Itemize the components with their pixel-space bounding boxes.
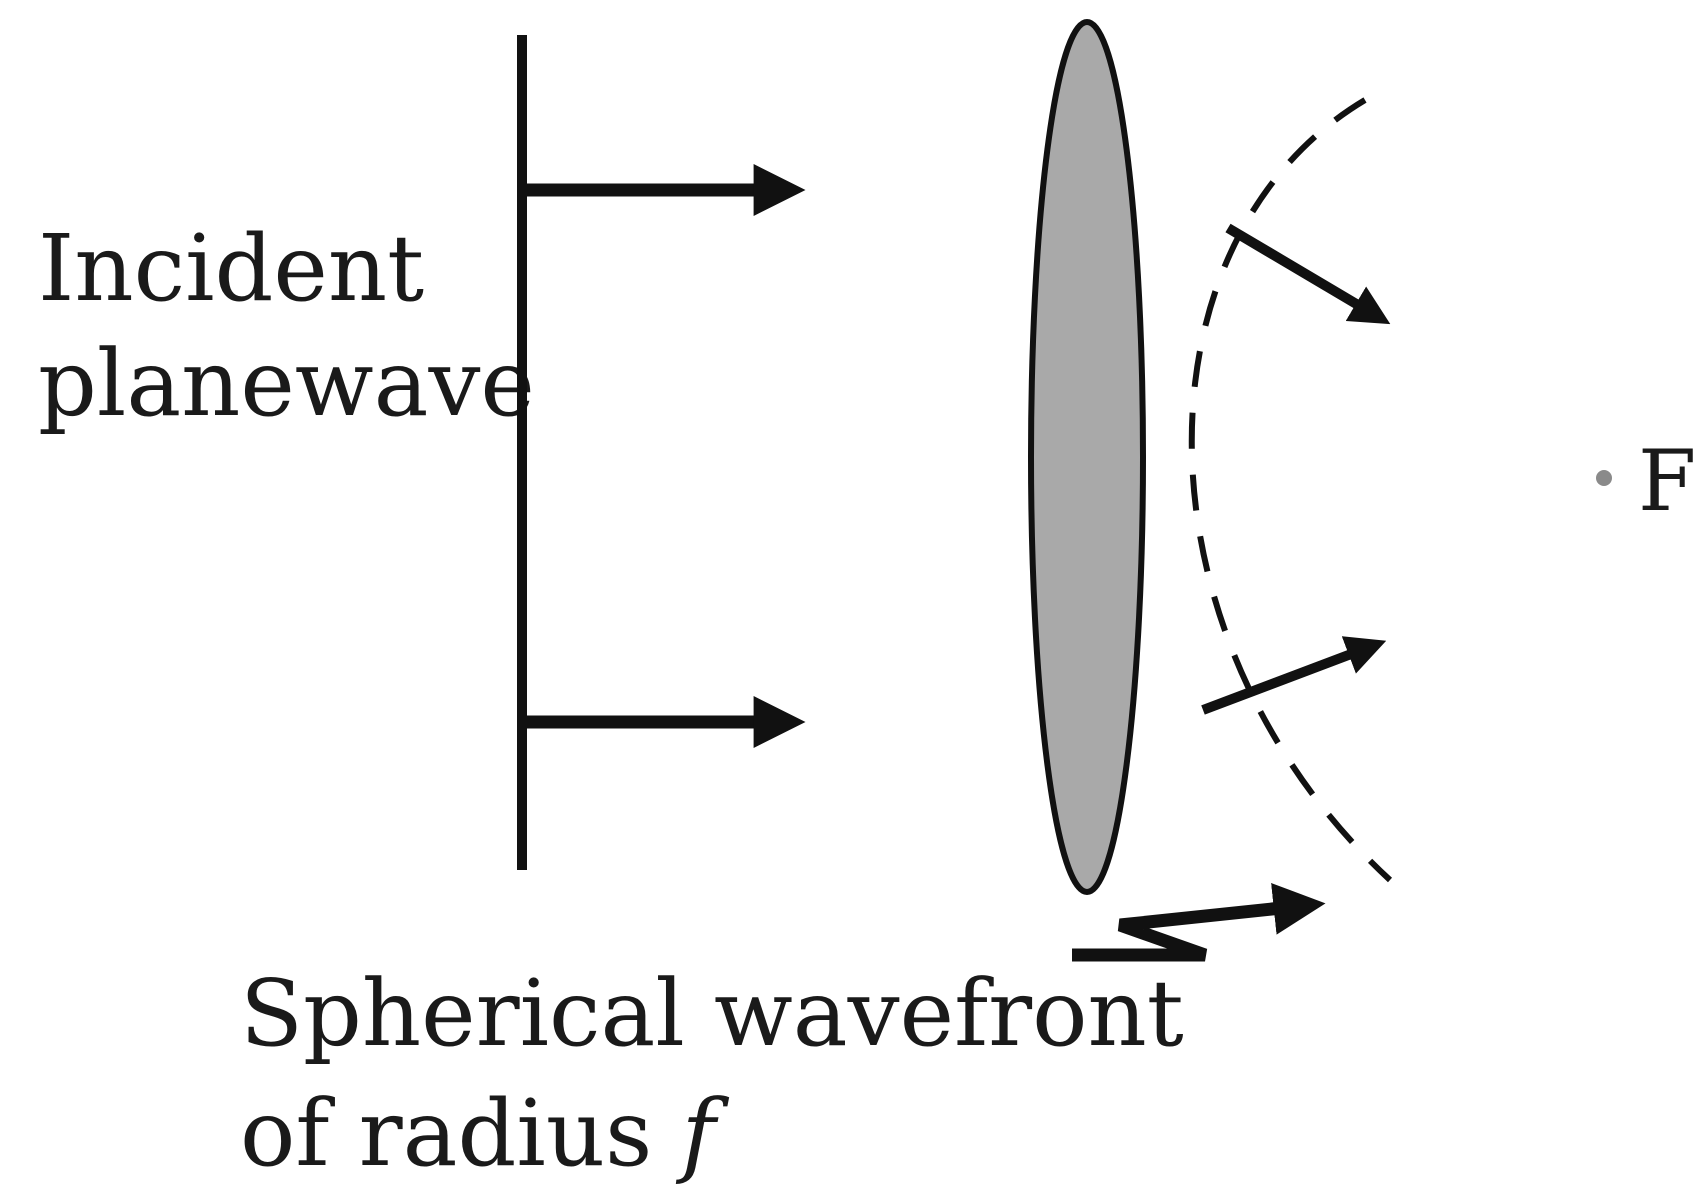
radius-zigzag (1072, 882, 1326, 962)
focal-point-dot (1596, 470, 1612, 486)
radius-symbol: f (676, 1080, 730, 1187)
wavefront-label-line2: of radius f (240, 1080, 730, 1187)
wavefront-label-prefix: of radius (240, 1080, 682, 1187)
converging-arrow-upper (1225, 223, 1391, 325)
incident-label-line1: Incident (38, 215, 424, 322)
focal-point-label: F (1638, 432, 1696, 530)
wavefront-label-line1: Spherical wavefront (240, 960, 1184, 1067)
incident-label-line2: planewave (38, 330, 535, 437)
lens (1028, 19, 1146, 895)
spherical-wavefront-arc (1188, 97, 1393, 883)
converging-arrow-lower (1201, 636, 1387, 715)
